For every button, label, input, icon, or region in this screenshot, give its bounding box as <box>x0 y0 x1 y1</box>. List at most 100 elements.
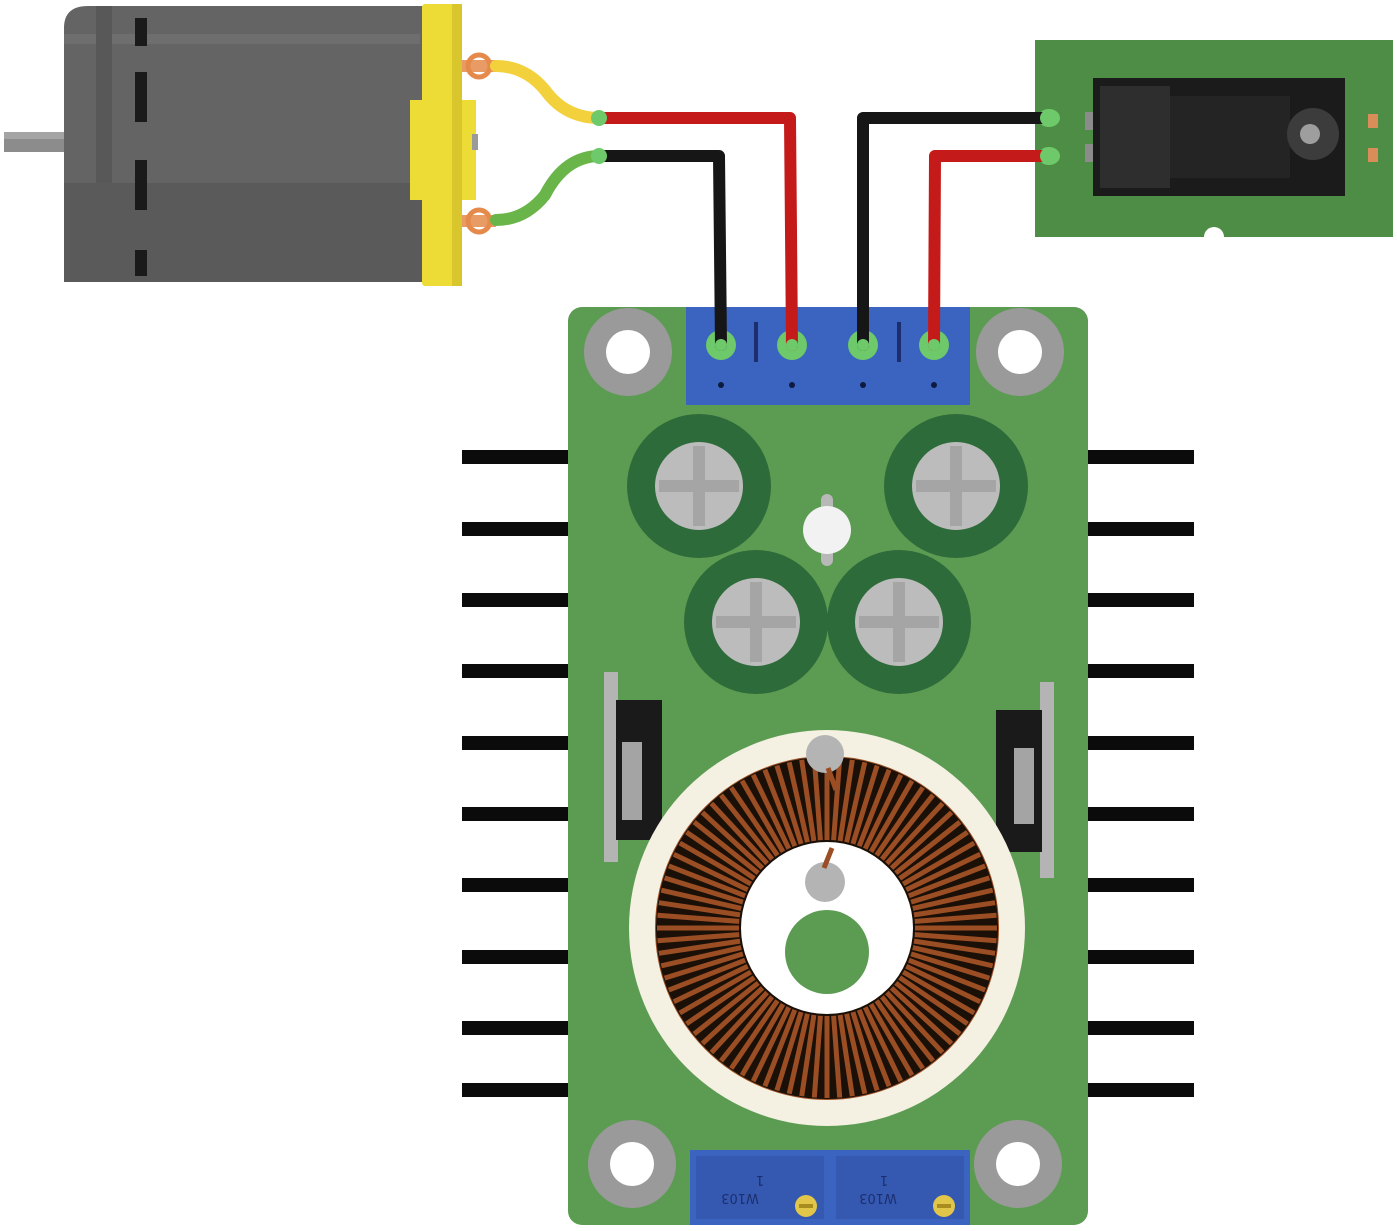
coil-winding <box>667 863 747 899</box>
coil-winding <box>901 969 976 1016</box>
coil-winding <box>913 938 996 956</box>
coil-winding <box>905 963 982 1005</box>
capacitor <box>827 550 971 694</box>
coil-winding <box>750 773 792 850</box>
coil-winding <box>914 912 997 924</box>
motor-slot <box>135 160 147 210</box>
coil-winding <box>750 1006 792 1083</box>
coil-winding <box>856 768 892 848</box>
coil-winding <box>894 820 962 876</box>
toroid-inductor <box>629 730 1025 1126</box>
coil-winding <box>678 969 753 1016</box>
capacitor <box>627 414 771 558</box>
coil-winding <box>657 912 740 924</box>
coil-winding <box>660 945 742 969</box>
coil-winding <box>739 1002 786 1077</box>
inductor-lead-top <box>806 735 844 773</box>
power-transistor-right <box>996 682 1054 878</box>
pot-label-bottom: W103 <box>859 1190 897 1205</box>
coil-winding <box>912 887 994 911</box>
coil-winding <box>874 999 925 1070</box>
coil-winding <box>907 863 987 899</box>
coil-winding <box>879 995 935 1063</box>
coil-winding <box>837 1014 855 1097</box>
coil-winding <box>844 761 868 843</box>
coil-winding <box>862 773 904 850</box>
capacitor <box>684 550 828 694</box>
dc-motor <box>4 4 496 286</box>
coil-winding <box>914 932 997 944</box>
motor-slot <box>135 72 147 122</box>
coil-winding <box>762 768 798 848</box>
coil-winding <box>660 887 742 911</box>
inductor-core-hole <box>785 910 869 994</box>
jack-pin <box>1300 124 1320 144</box>
coil-winding <box>729 999 780 1070</box>
coil-winding <box>799 1014 817 1097</box>
coil-winding <box>837 759 855 842</box>
coil-winding <box>844 1013 868 1095</box>
coil-winding <box>862 1006 904 1083</box>
coil-winding <box>692 980 760 1036</box>
coil-winding <box>739 779 786 854</box>
coil-winding <box>663 875 744 905</box>
coil-winding <box>885 801 945 866</box>
coil-winding <box>894 980 962 1036</box>
coil-winding <box>685 975 756 1026</box>
coil-winding <box>910 875 991 905</box>
coil-winding <box>667 957 747 993</box>
coil-winding <box>885 990 945 1055</box>
dc-barrel-jack <box>1035 40 1393 247</box>
coil-winding <box>719 793 775 861</box>
coil-winding <box>762 1008 798 1088</box>
coil-winding <box>657 932 740 944</box>
coil-winding <box>868 779 915 854</box>
coil-winding <box>811 758 823 841</box>
coil-winding <box>700 810 765 870</box>
coil-winding <box>658 938 741 956</box>
coil-winding <box>786 761 810 843</box>
coil-winding <box>729 786 780 857</box>
coil-winding <box>678 840 753 887</box>
wire-red <box>592 112 798 351</box>
capacitor <box>884 414 1028 558</box>
inductor-lead-inner <box>805 862 845 902</box>
coil-winding <box>856 1008 892 1088</box>
mounting-holes <box>584 308 1064 1208</box>
wire-yellow <box>490 60 606 124</box>
potentiometer[interactable]: 1 W103 <box>690 1150 830 1225</box>
coil-winding <box>709 801 769 866</box>
coil-winding <box>709 990 769 1055</box>
wire-red <box>928 150 1055 351</box>
status-led <box>803 494 851 566</box>
coil-winding <box>799 759 817 842</box>
coil-winding <box>774 764 804 845</box>
coil-winding <box>811 1015 823 1098</box>
coil-winding <box>912 945 994 969</box>
potentiometer[interactable]: 1 W103 <box>830 1150 970 1225</box>
pot-label-top: 1 <box>880 1172 888 1187</box>
coil-winding <box>700 986 765 1046</box>
coil-winding <box>889 810 954 870</box>
jack-pcb-notch <box>1204 227 1224 247</box>
capacitors <box>627 414 1028 694</box>
motor-slot <box>135 18 147 46</box>
coil-winding <box>879 793 935 861</box>
coil-winding <box>672 963 749 1005</box>
motor-slot <box>135 250 147 276</box>
buck-converter-module: 1 W103 1 W103 <box>462 307 1194 1225</box>
coil-winding <box>831 1015 843 1098</box>
coil-winding <box>831 758 843 841</box>
coil-winding <box>774 1011 804 1092</box>
coil-winding <box>901 840 976 887</box>
wire-black <box>592 150 727 351</box>
coil-winding <box>874 786 925 857</box>
coil-winding <box>913 900 996 918</box>
coil-winding <box>672 851 749 893</box>
coil-winding <box>663 951 744 981</box>
coil-winding <box>658 900 741 918</box>
coil-winding <box>719 995 775 1063</box>
coil-winding <box>898 975 969 1026</box>
coil-winding <box>910 951 991 981</box>
